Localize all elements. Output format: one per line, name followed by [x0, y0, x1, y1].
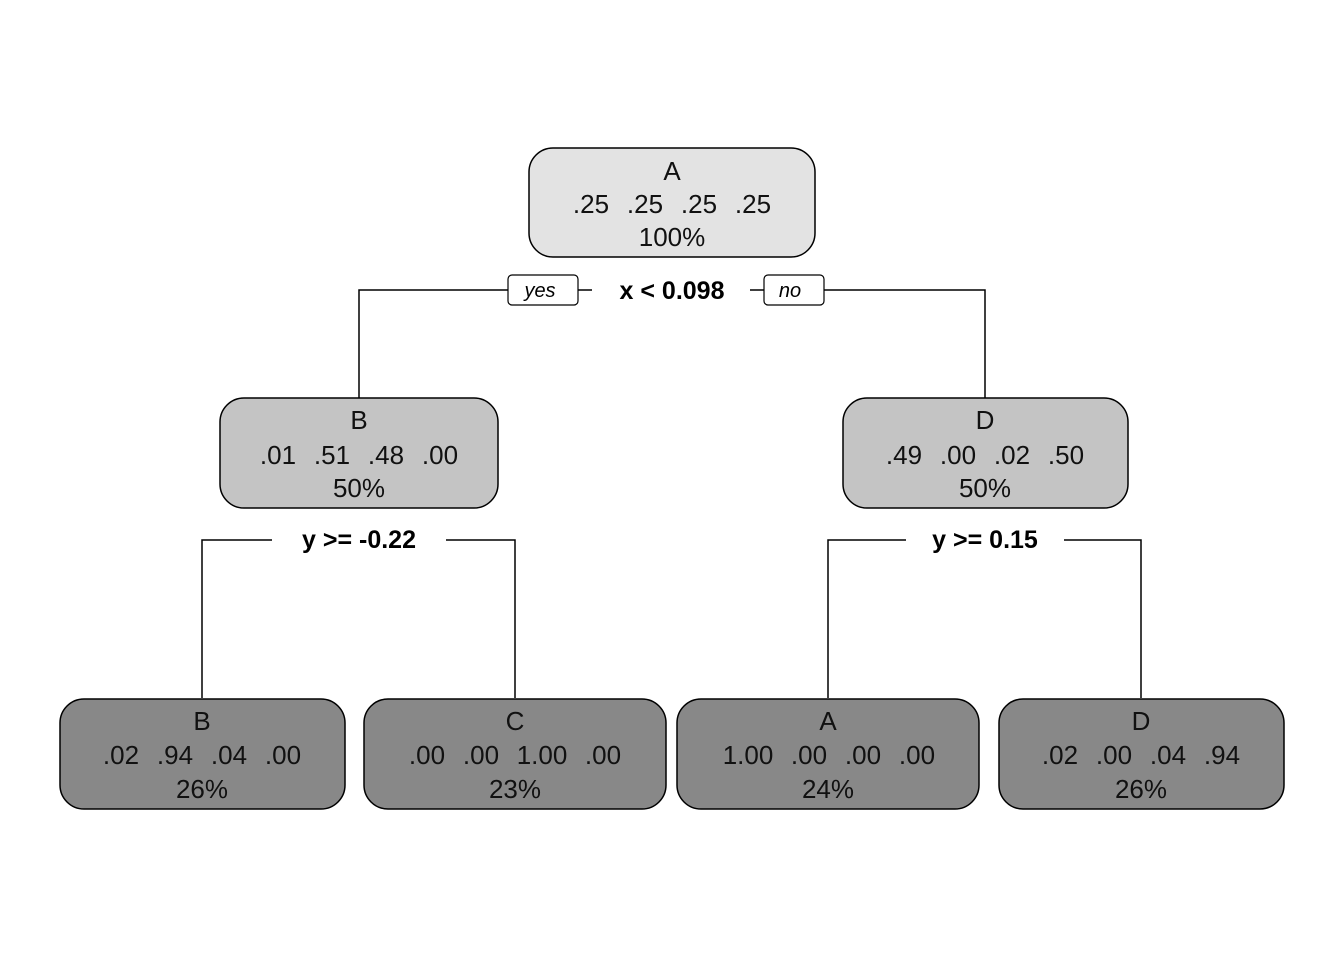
leaf-node-box — [363, 698, 667, 810]
leaf-percent: 26% — [176, 774, 228, 804]
node-left-prob: .51 — [314, 440, 350, 470]
node-root-class: A — [663, 156, 681, 186]
no-tag: no — [763, 274, 825, 306]
node-right-prob: .50 — [1048, 440, 1084, 470]
leaf-prob: .04 — [211, 740, 247, 770]
leaf-node-c: C .00 .00 1.00 .00 23% — [363, 698, 667, 810]
node-left-box — [219, 397, 499, 509]
right-split-condition: y >= 0.15 — [932, 526, 1038, 554]
node-root-prob: .25 — [735, 189, 771, 219]
leaf-class: C — [506, 706, 525, 736]
leaf-prob: .00 — [585, 740, 621, 770]
node-root: A .25 .25 .25 .25 100% — [528, 147, 816, 258]
yes-tag-text: yes — [522, 280, 555, 302]
node-left: B .01 .51 .48 .00 50% — [219, 397, 499, 509]
leaf-prob: .94 — [1204, 740, 1240, 770]
node-right-box — [842, 397, 1129, 509]
node-left-prob: .00 — [422, 440, 458, 470]
node-root-prob: .25 — [681, 189, 717, 219]
leaf-prob: 1.00 — [517, 740, 568, 770]
leaf-node-a: A 1.00 .00 .00 .00 24% — [676, 698, 980, 810]
node-root-prob: .25 — [627, 189, 663, 219]
leaf-prob: .00 — [409, 740, 445, 770]
edge-root-no-right — [824, 289, 986, 398]
leaf-prob: .00 — [1096, 740, 1132, 770]
node-root-prob: .25 — [573, 189, 609, 219]
edge-root-yes-left — [358, 289, 508, 398]
node-left-percent: 50% — [333, 473, 385, 503]
root-split-condition: x < 0.098 — [620, 277, 725, 305]
leaf-prob: .04 — [1150, 740, 1186, 770]
edge-right-to-leaf-d — [1064, 539, 1142, 698]
leaf-prob: .00 — [265, 740, 301, 770]
node-root-box — [528, 147, 816, 258]
edge-left-to-leaf-c — [446, 539, 516, 698]
edge-right-to-leaf-a — [827, 539, 906, 698]
node-right-class: D — [976, 405, 995, 435]
leaf-node-box — [59, 698, 346, 810]
leaf-percent: 24% — [802, 774, 854, 804]
node-right-percent: 50% — [959, 473, 1011, 503]
node-right-prob: .00 — [940, 440, 976, 470]
leaf-prob: .94 — [157, 740, 193, 770]
left-split-condition: y >= -0.22 — [302, 526, 416, 554]
edge-left-to-leaf-b — [201, 539, 272, 698]
leaf-node-b: B .02 .94 .04 .00 26% — [59, 698, 346, 810]
node-root-percent: 100% — [639, 222, 706, 252]
leaf-prob: .00 — [791, 740, 827, 770]
leaf-percent: 23% — [489, 774, 541, 804]
node-right: D .49 .00 .02 .50 50% — [842, 397, 1129, 509]
node-right-prob: .49 — [886, 440, 922, 470]
yes-tag: yes — [507, 274, 579, 306]
tree-edges — [201, 289, 1142, 698]
node-left-class: B — [350, 405, 367, 435]
node-right-prob: .02 — [994, 440, 1030, 470]
leaf-node-box — [676, 698, 980, 810]
leaf-class: D — [1132, 706, 1151, 736]
leaf-prob: .02 — [103, 740, 139, 770]
leaf-node-d: D .02 .00 .04 .94 26% — [998, 698, 1285, 810]
node-left-prob: .48 — [368, 440, 404, 470]
leaf-class: B — [193, 706, 210, 736]
leaf-percent: 26% — [1115, 774, 1167, 804]
leaf-prob: 1.00 — [723, 740, 774, 770]
leaf-prob: .00 — [463, 740, 499, 770]
leaf-class: A — [819, 706, 837, 736]
node-left-prob: .01 — [260, 440, 296, 470]
leaf-node-box — [998, 698, 1285, 810]
no-tag-text: no — [779, 280, 801, 302]
leaf-prob: .02 — [1042, 740, 1078, 770]
leaf-prob: .00 — [845, 740, 881, 770]
leaf-prob: .00 — [899, 740, 935, 770]
